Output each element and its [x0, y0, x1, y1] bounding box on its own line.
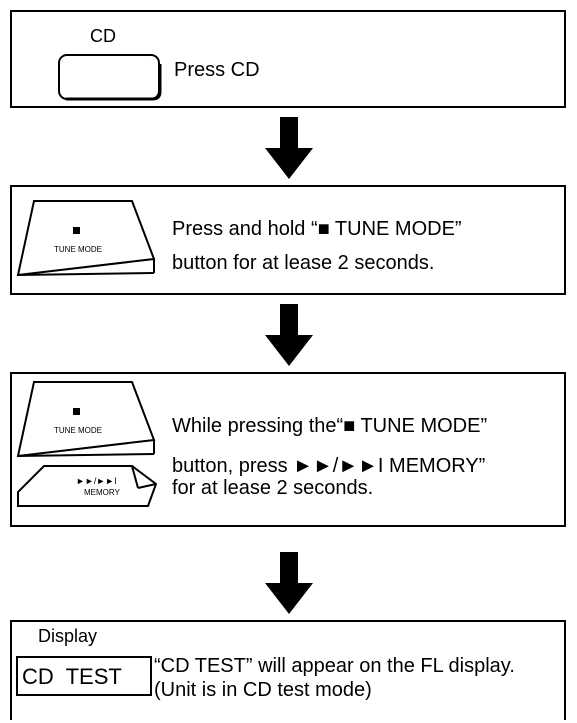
step3-instruction-line2: button, press ►►/►►I MEMORY”	[172, 455, 486, 477]
display-caption: Display	[38, 626, 98, 646]
step2-instruction-line1: Press and hold “■ TUNE MODE”	[172, 218, 462, 240]
step3-instruction-line3: for at lease 2 seconds.	[172, 477, 374, 499]
cd-button-icon[interactable]	[56, 52, 166, 102]
step3-box: TUNE MODE ►►/►►I MEMORY While pressing t…	[10, 372, 566, 527]
stop-square-icon	[73, 408, 80, 415]
step1-box: CD Press CD	[10, 10, 566, 108]
step1-instruction: Press CD	[174, 59, 260, 81]
step4-instruction-line1: “CD TEST” will appear on the FL display.	[154, 655, 515, 677]
tune-mode-button-label: TUNE MODE	[54, 245, 102, 254]
down-arrow-icon	[265, 552, 313, 614]
memory-button-label: MEMORY	[84, 488, 120, 497]
memory-button-symbols: ►►/►►I	[76, 476, 117, 486]
cd-button-caption: CD	[90, 26, 116, 46]
fl-display-text: CD TEST	[22, 664, 122, 689]
fl-display: CD TEST	[16, 656, 152, 696]
down-arrow-icon	[265, 304, 313, 366]
down-arrow-icon	[265, 117, 313, 179]
tune-mode-button-icon[interactable]	[14, 199, 159, 279]
step4-box: Display CD TEST “CD TEST” will appear on…	[10, 620, 566, 720]
step2-box: TUNE MODE Press and hold “■ TUNE MODE” b…	[10, 185, 566, 295]
tune-mode-button-label: TUNE MODE	[54, 426, 102, 435]
tune-mode-button-icon[interactable]	[14, 380, 159, 460]
memory-button-icon[interactable]	[14, 462, 164, 512]
step3-instruction-line1: While pressing the“■ TUNE MODE”	[172, 415, 488, 437]
step2-instruction-line2: button for at lease 2 seconds.	[172, 252, 435, 274]
step4-instruction-line2: (Unit is in CD test mode)	[154, 679, 372, 701]
stop-square-icon	[73, 227, 80, 234]
